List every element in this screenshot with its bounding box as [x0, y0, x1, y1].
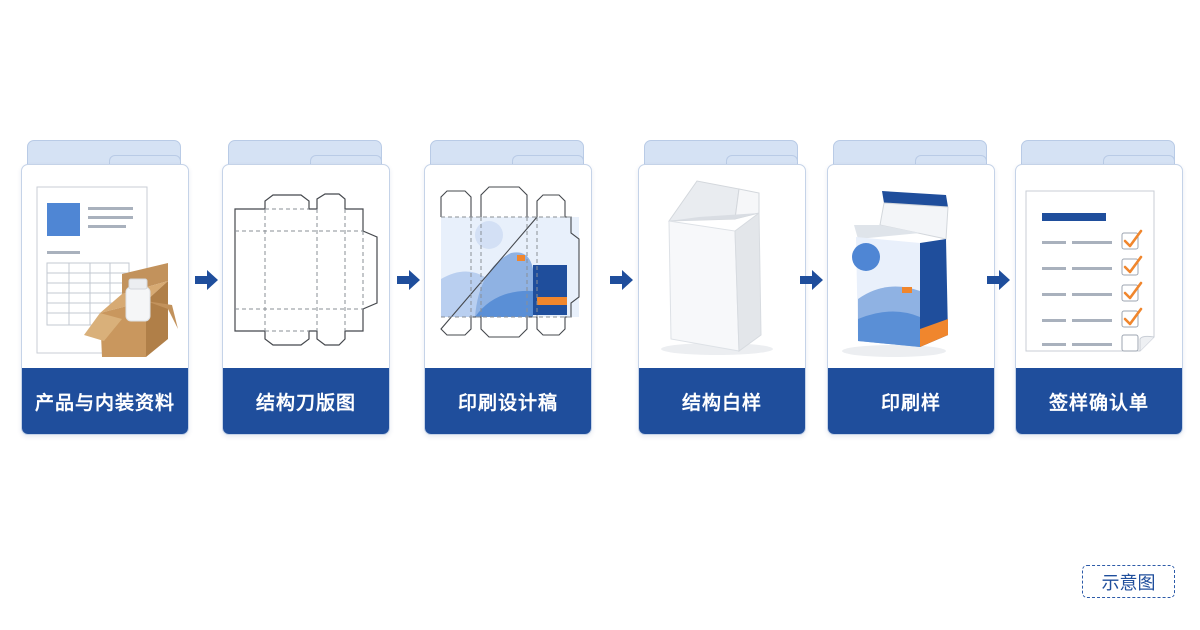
step-label: 印刷样 [828, 368, 994, 434]
step-label: 印刷设计稿 [425, 368, 591, 434]
step-label: 产品与内装资料 [22, 368, 188, 434]
step-card: 结构刀版图 [222, 164, 390, 435]
arrow-right-icon [397, 270, 420, 290]
printed-box-icon [842, 191, 949, 357]
step-white-sample: 结构白样 [638, 140, 806, 435]
arrow-right-icon [987, 270, 1010, 290]
step-card: 产品与内装资料 [21, 164, 189, 435]
step-label: 签样确认单 [1016, 368, 1182, 434]
step-print-sample: 印刷样 [827, 140, 995, 435]
step-print-design: 印刷设计稿 [424, 140, 592, 435]
step-signoff: 签样确认单 [1015, 140, 1183, 435]
step-label: 结构白样 [639, 368, 805, 434]
document-with-box-icon [36, 186, 178, 357]
dieline-icon [234, 193, 378, 346]
schematic-badge: 示意图 [1082, 565, 1175, 598]
checklist-icon [1025, 190, 1155, 352]
printed-dieline-icon [440, 186, 580, 338]
arrow-right-icon [610, 270, 633, 290]
step-card: 印刷样 [827, 164, 995, 435]
step-card: 签样确认单 [1015, 164, 1183, 435]
step-label: 结构刀版图 [223, 368, 389, 434]
step-card: 印刷设计稿 [424, 164, 592, 435]
step-dieline: 结构刀版图 [222, 140, 390, 435]
white-box-icon [661, 180, 773, 355]
arrow-right-icon [195, 270, 218, 290]
step-card: 结构白样 [638, 164, 806, 435]
arrow-right-icon [800, 270, 823, 290]
step-product-materials: 产品与内装资料 [21, 140, 189, 435]
